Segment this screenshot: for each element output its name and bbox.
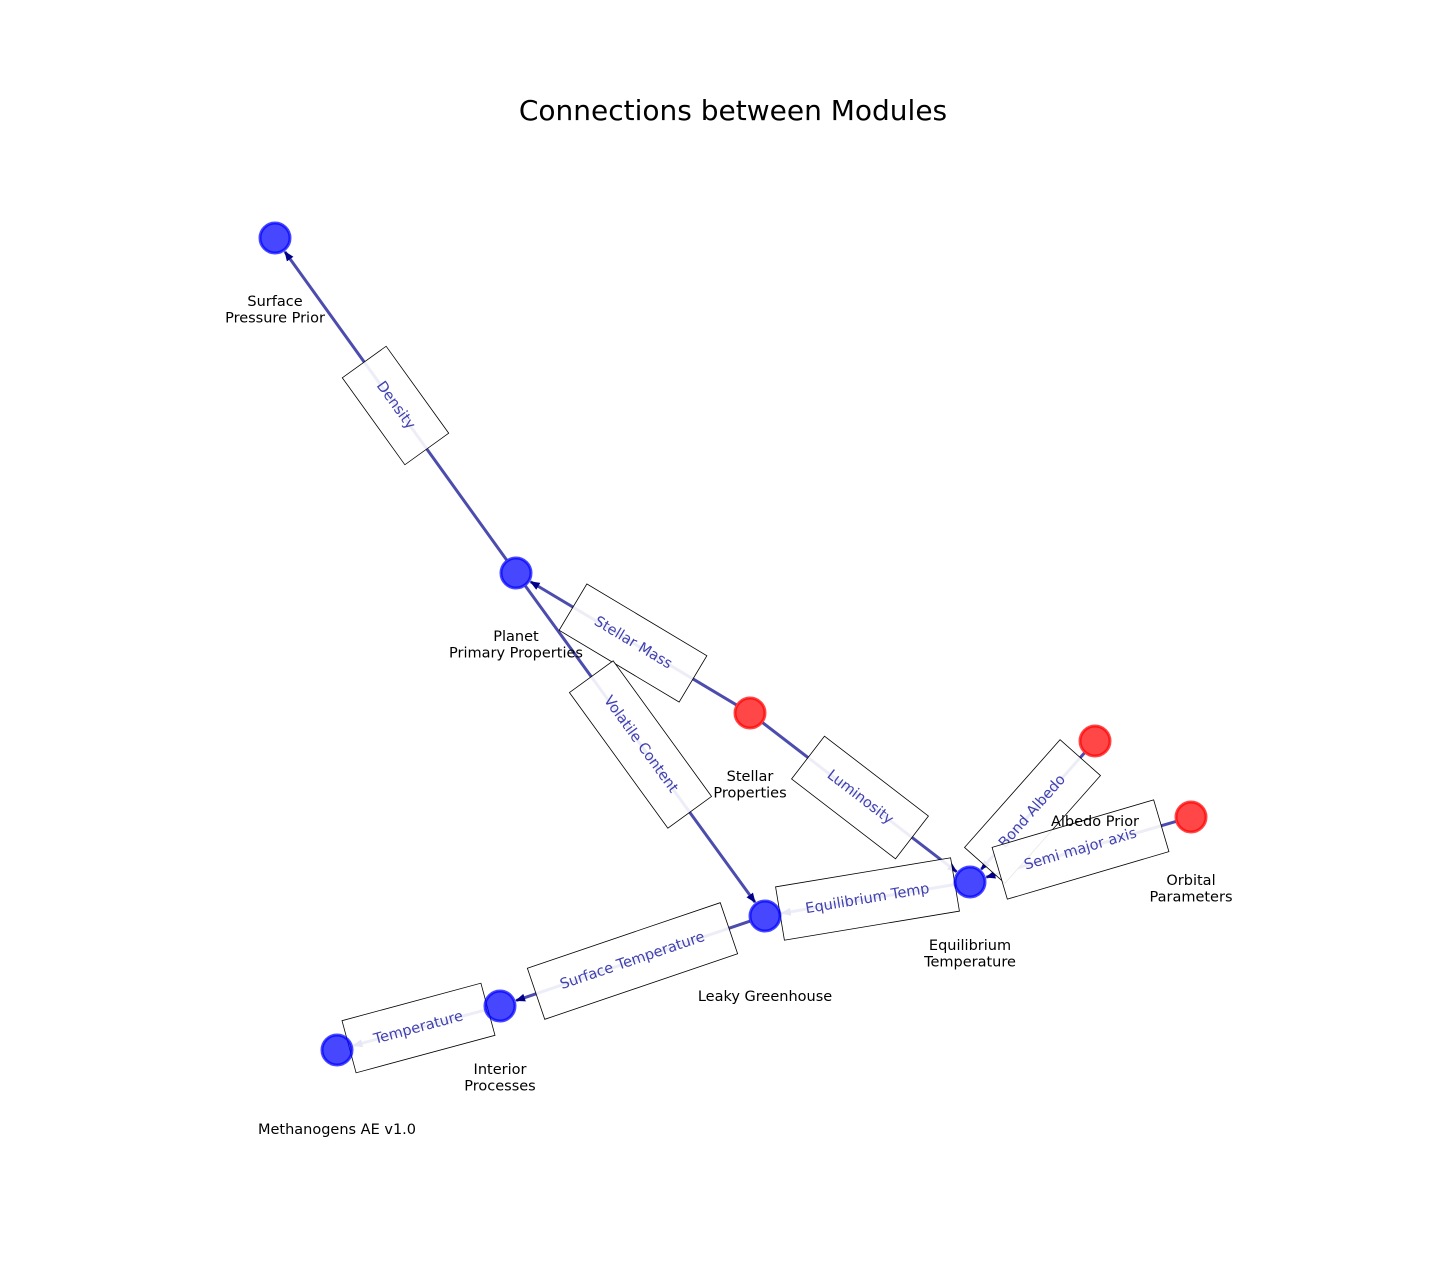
edge-label-density: Density [341,345,450,466]
node-label-methanogens-ae: Methanogens AE v1.0 [258,1122,416,1138]
edge-label-temperature: Temperature [341,982,496,1074]
node-surface-pressure-prior[interactable] [258,221,292,255]
node-equilibrium-temperature[interactable] [953,865,987,899]
node-label-leaky-greenhouse: Leaky Greenhouse [698,989,832,1005]
nodes-layer [258,221,1208,1067]
node-methanogens-ae[interactable] [320,1033,354,1067]
edge-label-box [341,345,450,466]
edge-label-luminosity: Luminosity [791,735,929,860]
node-orbital-parameters[interactable] [1174,800,1208,834]
node-leaky-greenhouse[interactable] [748,899,782,933]
edge-label-box [568,660,713,829]
edges-layer [283,250,1177,1048]
node-stellar-properties[interactable] [733,696,767,730]
node-label-albedo-prior: Albedo Prior [1051,814,1139,830]
node-planet-primary-properties[interactable] [499,556,533,590]
edge-label-box [791,735,929,860]
diagram-title: Connections between Modules [519,94,947,127]
edge-label-box [991,799,1170,900]
node-albedo-prior[interactable] [1078,724,1112,758]
edge-label-equilibrium-temp: Equilibrium Temp [775,857,960,941]
edge-label-box [526,902,739,1020]
edge-label-volatile-content: Volatile Content [568,660,713,829]
node-interior-processes[interactable] [483,989,517,1023]
edge-label-box [558,583,708,703]
edge-label-semi-major-axis: Semi major axis [991,799,1170,900]
